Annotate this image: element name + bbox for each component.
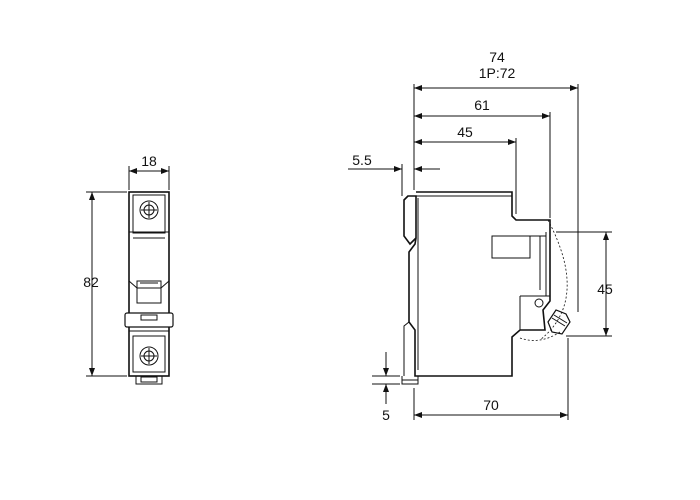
front-body-outline <box>128 191 170 377</box>
handle-height-label: 45 <box>597 281 613 297</box>
front-top-terminal <box>132 194 166 234</box>
offset-label: 5.5 <box>352 152 372 168</box>
front-bottom-terminal <box>132 335 166 373</box>
depth-61-label: 61 <box>474 97 490 113</box>
depth-45-label: 45 <box>457 124 473 140</box>
front-height-label: 82 <box>83 274 99 290</box>
front-view: 18 82 <box>83 153 174 385</box>
side-indicator-icon <box>534 298 544 308</box>
bottom-screw-icon <box>139 346 159 366</box>
overall-depth-label: 74 <box>489 49 505 65</box>
front-width-label: 18 <box>141 153 157 169</box>
clip-label: 5 <box>382 407 390 423</box>
base-depth-label: 70 <box>483 397 499 413</box>
side-body-outline <box>403 191 551 377</box>
front-din-clip <box>135 376 163 385</box>
side-view: 74 1P:72 61 45 5.5 45 70 5 <box>348 49 613 423</box>
front-toggle <box>136 280 162 304</box>
side-label-box <box>491 235 531 259</box>
top-screw-icon <box>139 200 159 220</box>
toggle-swing-arc <box>539 219 568 341</box>
overall-depth-1p-label: 1P:72 <box>479 65 516 81</box>
